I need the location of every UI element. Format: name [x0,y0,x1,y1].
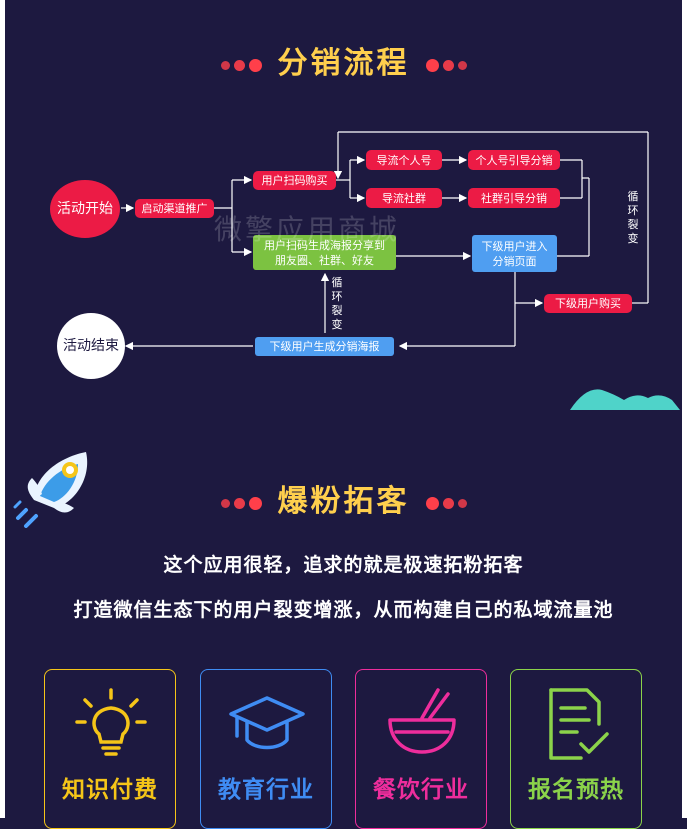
wave-decoration [570,389,680,410]
graduation-cap-icon [229,696,305,750]
lightbulb-icon [75,688,147,756]
section1-title-text: 分销流程 [277,46,410,81]
flow-group-sell-node: 社群引导分销 [468,188,560,208]
flow-sub-poster-node: 下级用户生成分销海报 [255,337,394,356]
flow-connectors [121,131,649,351]
decor-dots-right [424,47,469,82]
card-label: 餐饮行业 [373,777,469,803]
flow-person-sell-node: 个人号引导分销 [468,150,560,170]
right-border [682,0,687,818]
left-border [0,0,5,818]
flow-share-node: 用户扫码生成海报分享到 朋友圈、社群、好友 [253,235,396,270]
card-education: 教育行业 [200,669,332,829]
flow-scan-buy-node: 用户扫码购买 [253,171,336,190]
flow-end-node: 活动结束 [57,313,125,379]
card-label: 报名预热 [528,777,624,803]
flow-enter-line2: 分销页面 [492,254,537,268]
flow-sub-buy-node: 下级用户购买 [544,294,632,313]
decor-dots-left [219,485,264,520]
loop-label-right: 循环裂变 [627,190,639,245]
card-label: 教育行业 [218,777,314,803]
card-knowledge-payment: 知识付费 [44,669,176,829]
flow-enter-line1: 下级用户进入 [481,239,548,253]
tagline-1: 这个应用很轻，追求的就是极速拓粉拓客 [163,554,524,576]
flow-promote-node: 启动渠道推广 [135,199,214,218]
rocket-icon [13,452,88,528]
bowl-chopsticks-icon [388,688,456,754]
card-label: 知识付费 [62,777,158,803]
flow-share-line1: 用户扫码生成海报分享到 [264,238,385,252]
flow-share-line2: 朋友圈、社群、好友 [275,253,374,267]
decor-dots-left [219,47,264,82]
section-title-growth: 爆粉拓客 [0,476,687,520]
flow-start-node: 活动开始 [50,180,120,238]
flow-guide-group-node: 导流社群 [366,188,442,208]
watermark: 微擎应用商城 [214,213,401,246]
section-title-distribution: 分销流程 [0,38,687,82]
flow-guide-person-node: 导流个人号 [366,150,442,170]
card-catering: 餐饮行业 [355,669,487,829]
loop-label-middle: 循环裂变 [331,276,343,331]
tagline-2: 打造微信生态下的用户裂变增涨，从而构建自己的私域流量池 [73,599,614,621]
card-registration: 报名预热 [510,669,642,829]
flow-enter-node: 下级用户进入 分销页面 [472,235,557,272]
document-check-icon [549,688,609,760]
section2-title-text: 爆粉拓客 [277,484,410,519]
decor-dots-right [424,485,469,520]
